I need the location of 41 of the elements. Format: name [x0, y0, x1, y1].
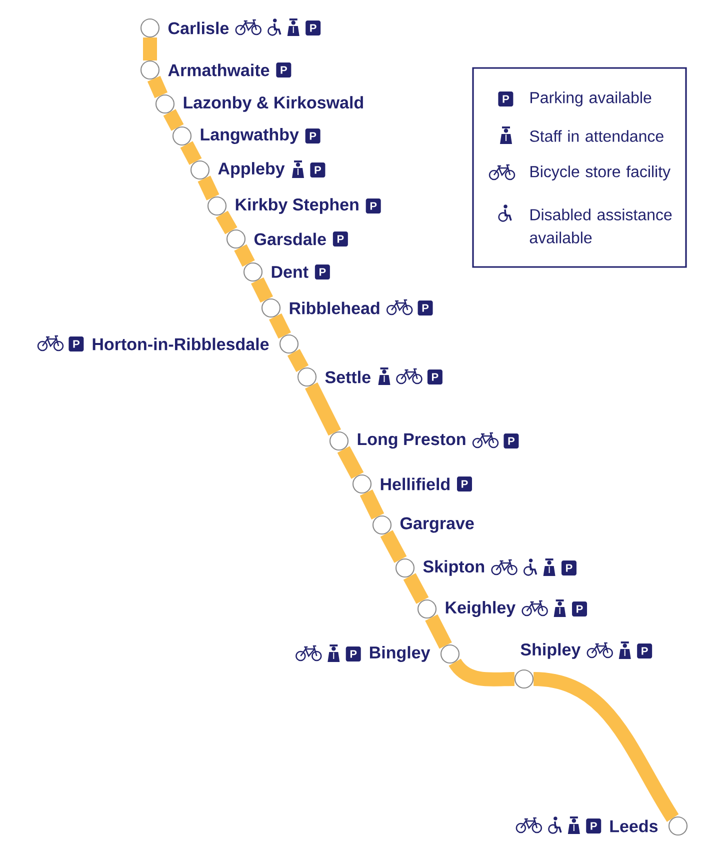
station-name: Dent — [272, 266, 308, 278]
rail-line — [287, 349, 309, 372]
rail-line — [337, 446, 364, 479]
station-name: Skipton — [423, 560, 484, 576]
rail-line — [234, 244, 255, 267]
rail-line — [147, 76, 168, 98]
rail-line — [180, 141, 202, 165]
legend-text: Parking available — [530, 92, 652, 106]
station-name: Hellifield — [380, 478, 450, 490]
legend-text: Bicycle store facility — [530, 166, 671, 180]
rail-line — [532, 672, 679, 822]
rail-line — [425, 614, 452, 649]
station-name: Shipley — [520, 643, 581, 659]
rail-line — [449, 658, 515, 686]
rail-line — [360, 490, 384, 520]
station-name: Leeds — [610, 820, 658, 832]
rail-line — [251, 277, 273, 303]
rail-line — [163, 109, 184, 131]
rail-line — [269, 313, 291, 339]
rail-line — [305, 382, 341, 436]
station-name: Kirkby Stephen — [236, 198, 358, 214]
station-name: Keighley — [446, 601, 516, 617]
rail-line — [216, 210, 238, 234]
station-name: Gargrave — [400, 517, 474, 533]
rail-line — [403, 573, 429, 604]
station-name: Ribblehead — [290, 302, 380, 314]
rail-line — [198, 176, 220, 200]
rail-line — [380, 530, 407, 563]
rail-line — [143, 38, 157, 60]
legend-text: Staff in attendance — [530, 130, 664, 142]
station-name: Settle — [325, 370, 370, 384]
station-name: Garsdale — [254, 232, 326, 246]
legend-text: Disabled assistance available — [530, 208, 672, 244]
station-name: Langwathby — [200, 128, 299, 144]
station-name: Appleby — [218, 162, 285, 178]
station-name: Lazonby & Kirkoswald — [184, 96, 363, 112]
station-name: Carlisle — [168, 22, 229, 34]
station-name: Bingley — [370, 646, 430, 662]
station-name: Armathwaite — [168, 64, 270, 76]
station-name: Horton-in-Ribblesdale — [92, 338, 269, 350]
station-name: Long Preston — [358, 433, 466, 449]
